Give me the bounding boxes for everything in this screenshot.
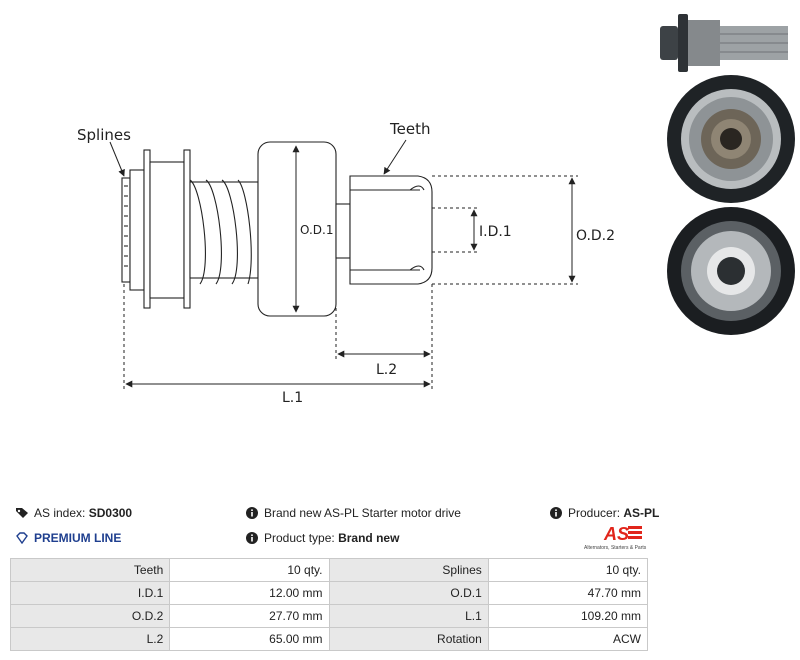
producer-value: AS-PL [623, 506, 660, 520]
premium-line-label: PREMIUM LINE [34, 531, 122, 545]
spec-value: ACW [487, 627, 649, 651]
description: Brand new AS-PL Starter motor drive [246, 506, 461, 520]
side-view-photo [660, 14, 788, 72]
logo-tagline: Alternators, Starters & Parts [584, 545, 647, 551]
rear-view-photo [667, 207, 795, 335]
spec-key: Teeth [9, 558, 171, 582]
spec-value: 27.70 mm [169, 604, 330, 628]
spring-body [189, 181, 259, 279]
od2-label: O.D.2 [576, 228, 615, 244]
table-row: I.D.1 12.00 mm O.D.1 47.70 mm [9, 581, 649, 605]
spec-value: 10 qty. [487, 558, 649, 582]
collar [149, 161, 185, 299]
producer-label: Producer: [568, 506, 621, 520]
pinion-gear [349, 175, 433, 285]
spec-value: 109.20 mm [487, 604, 649, 628]
teeth-leader [383, 139, 407, 175]
logo-text: AS [603, 524, 629, 544]
l1-label: L.1 [282, 390, 303, 406]
producer: Producer: AS-PL [550, 506, 659, 520]
spec-value: 12.00 mm [169, 581, 330, 605]
as-index-value: SD0300 [88, 506, 133, 520]
info-icon [550, 507, 562, 519]
as-pl-logo: AS Alternators, Starters & Parts [584, 524, 647, 551]
front-view-photo [667, 75, 795, 203]
flange-disc [143, 149, 151, 309]
technical-drawing: Splines Teeth O.D.1 I.D.1 O.D.2 L.2 L.1 [77, 120, 615, 406]
spec-key: O.D.1 [328, 581, 489, 605]
table-row: L.2 65.00 mm Rotation ACW [9, 627, 649, 651]
info-icon [246, 507, 258, 519]
spec-key: I.D.1 [9, 581, 171, 605]
splines-label: Splines [77, 126, 131, 144]
id1-label: I.D.1 [479, 224, 512, 240]
spec-value: 10 qty. [169, 558, 330, 582]
tags-icon [16, 508, 28, 518]
l2-label: L.2 [376, 362, 397, 378]
table-row: O.D.2 27.70 mm L.1 109.20 mm [9, 604, 649, 628]
diamond-icon [16, 532, 28, 544]
spec-key: O.D.2 [9, 604, 171, 628]
product-type-label: Product type: [264, 531, 335, 545]
table-row: Teeth 10 qty. Splines 10 qty. [9, 558, 649, 582]
spec-key: L.1 [328, 604, 489, 628]
splines-leader [109, 141, 125, 177]
flange [129, 169, 145, 291]
spec-key: Rotation [328, 627, 489, 651]
teeth-label: Teeth [389, 120, 430, 138]
product-type-value: Brand new [338, 531, 400, 545]
as-index-label: AS index: [34, 506, 86, 520]
spec-key: L.2 [9, 627, 171, 651]
spec-key: Splines [328, 558, 489, 582]
description-text: Brand new AS-PL Starter motor drive [264, 506, 461, 520]
od1-label: O.D.1 [300, 223, 333, 237]
specs-table: Teeth 10 qty. Splines 10 qty. I.D.1 12.0… [9, 558, 649, 651]
spec-value: 47.70 mm [487, 581, 649, 605]
info-icon [246, 532, 258, 544]
premium-line: PREMIUM LINE [16, 531, 121, 545]
product-type: Product type: Brand new [246, 531, 399, 545]
as-index: AS index: SD0300 [16, 506, 132, 520]
spec-value: 65.00 mm [169, 627, 330, 651]
